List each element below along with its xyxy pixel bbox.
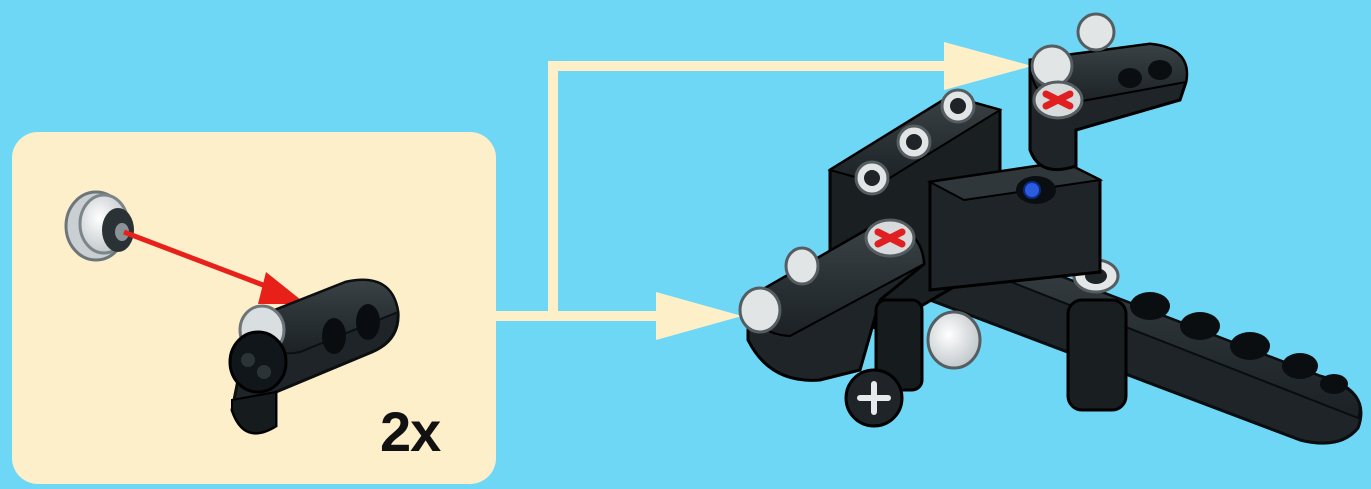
assembly-arrow-bottom [496, 292, 742, 340]
red-insert-arrow [124, 232, 306, 304]
quantity-label: 2x [380, 404, 440, 460]
bushing-part [66, 192, 134, 260]
assembly-model [740, 14, 1361, 443]
beam-part [230, 280, 398, 433]
